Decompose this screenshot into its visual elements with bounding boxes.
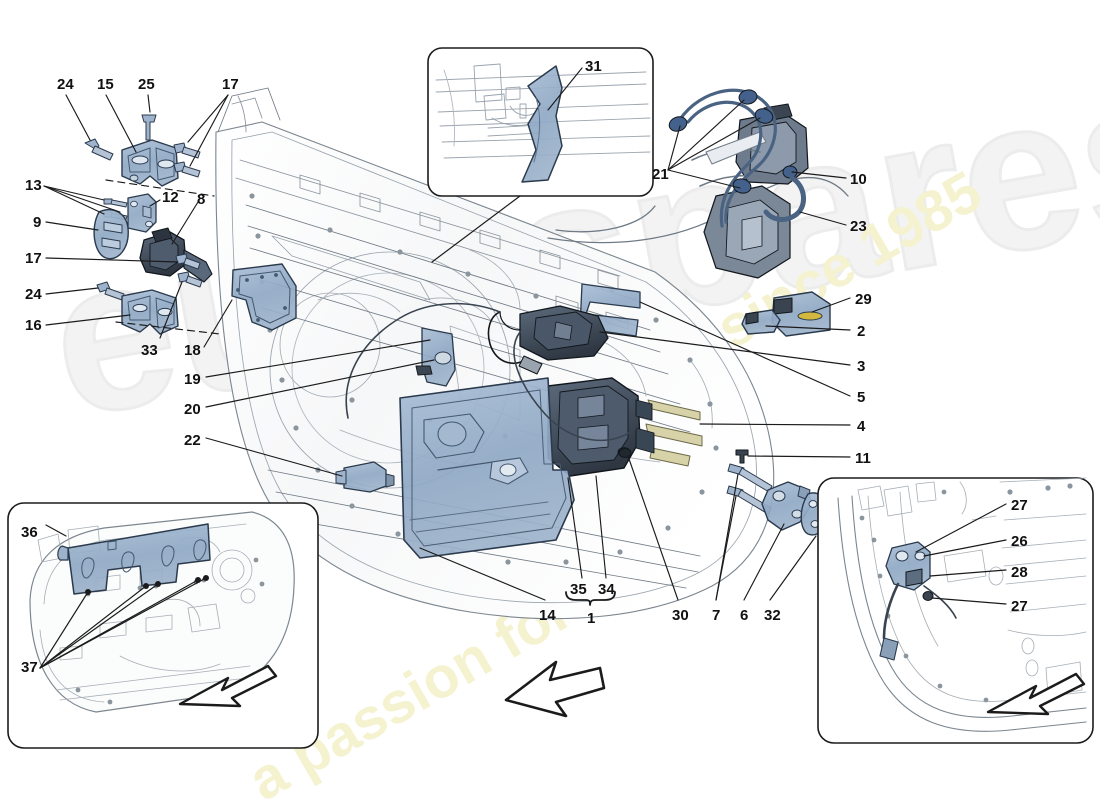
label-15: 15 (97, 76, 114, 93)
label-10: 10 (850, 171, 867, 188)
window-regulator-assembly (668, 88, 809, 279)
label-36: 36 (21, 524, 38, 541)
part-6-hinge-bracket (761, 481, 813, 531)
label-4: 4 (857, 418, 866, 435)
part-17-bolts-upper (173, 142, 201, 178)
part-2-handle-cap (741, 309, 781, 335)
part-17-bolts-lower (175, 253, 203, 288)
label-24-bottom: 24 (25, 286, 42, 303)
part-31-seal (521, 65, 563, 183)
label-27-top: 27 (1011, 497, 1028, 514)
part-19-20-bracket (415, 327, 456, 387)
label-16: 16 (25, 317, 42, 334)
inset-lower-left (7, 502, 319, 749)
part-11-rivet (735, 449, 749, 464)
part-14-reinforcement-panel (399, 377, 575, 559)
label-1: 1 (587, 610, 596, 627)
label-13: 13 (25, 177, 42, 194)
part-4-rail (645, 399, 703, 467)
left-inset-direction-arrow (178, 664, 278, 708)
label-11: 11 (855, 450, 871, 467)
inset-lower-right (817, 477, 1094, 744)
label-22: 22 (184, 432, 201, 449)
part-18-bracket (231, 263, 297, 331)
part-3-latch-assembly (487, 305, 609, 375)
part-1-lock-motor-assembly (547, 377, 655, 477)
label-7: 7 (712, 607, 721, 624)
label-23: 23 (850, 218, 867, 235)
label-17-top: 17 (222, 76, 239, 93)
part-26-28-mechanism (879, 541, 957, 661)
main-door-shell (215, 87, 775, 620)
label-35: 35 (570, 581, 587, 598)
part-22-motor (335, 461, 395, 493)
label-32: 32 (764, 607, 781, 624)
label-3: 3 (857, 358, 866, 375)
label-28: 28 (1011, 564, 1028, 581)
part-24-bolt-top (84, 138, 114, 161)
label-18: 18 (184, 342, 201, 359)
part-16-lower-hinge (121, 289, 179, 335)
label-27-bottom: 27 (1011, 598, 1028, 615)
part-15-upper-hinge (121, 139, 179, 187)
label-14: 14 (539, 607, 556, 624)
label-30: 30 (672, 607, 689, 624)
label-12: 12 (162, 189, 179, 206)
right-inset-direction-arrow (986, 672, 1086, 716)
label-8: 8 (197, 191, 206, 208)
label-2: 2 (857, 323, 866, 340)
leader-lines (43, 67, 1007, 605)
label-31: 31 (585, 58, 602, 75)
main-direction-arrow (504, 660, 606, 718)
label-24-top: 24 (57, 76, 74, 93)
part-23-hose (763, 175, 806, 222)
label-33: 33 (141, 342, 158, 359)
label-9: 9 (33, 214, 42, 231)
label-19: 19 (184, 371, 201, 388)
label-25: 25 (138, 76, 155, 93)
part-25-screw (141, 114, 157, 141)
part-12-plate (127, 193, 157, 233)
part-29-handle (771, 291, 831, 337)
label-21: 21 (652, 166, 669, 183)
part-30-grommet (618, 448, 632, 458)
part-36-panel (67, 523, 211, 595)
group-bracket-1 (565, 591, 616, 606)
part-24-bolt-lower (96, 281, 125, 301)
label-26: 26 (1011, 533, 1028, 550)
inset-31-callout (427, 47, 654, 197)
part-9-cover (93, 209, 129, 260)
label-17-mid: 17 (25, 250, 42, 267)
label-29: 29 (855, 291, 872, 308)
label-37: 37 (21, 659, 38, 676)
label-6: 6 (740, 607, 749, 624)
part-8-door-check-strap (139, 227, 213, 283)
label-20: 20 (184, 401, 201, 418)
label-34: 34 (598, 581, 615, 598)
leader-36 (45, 524, 67, 537)
label-5: 5 (857, 389, 866, 406)
